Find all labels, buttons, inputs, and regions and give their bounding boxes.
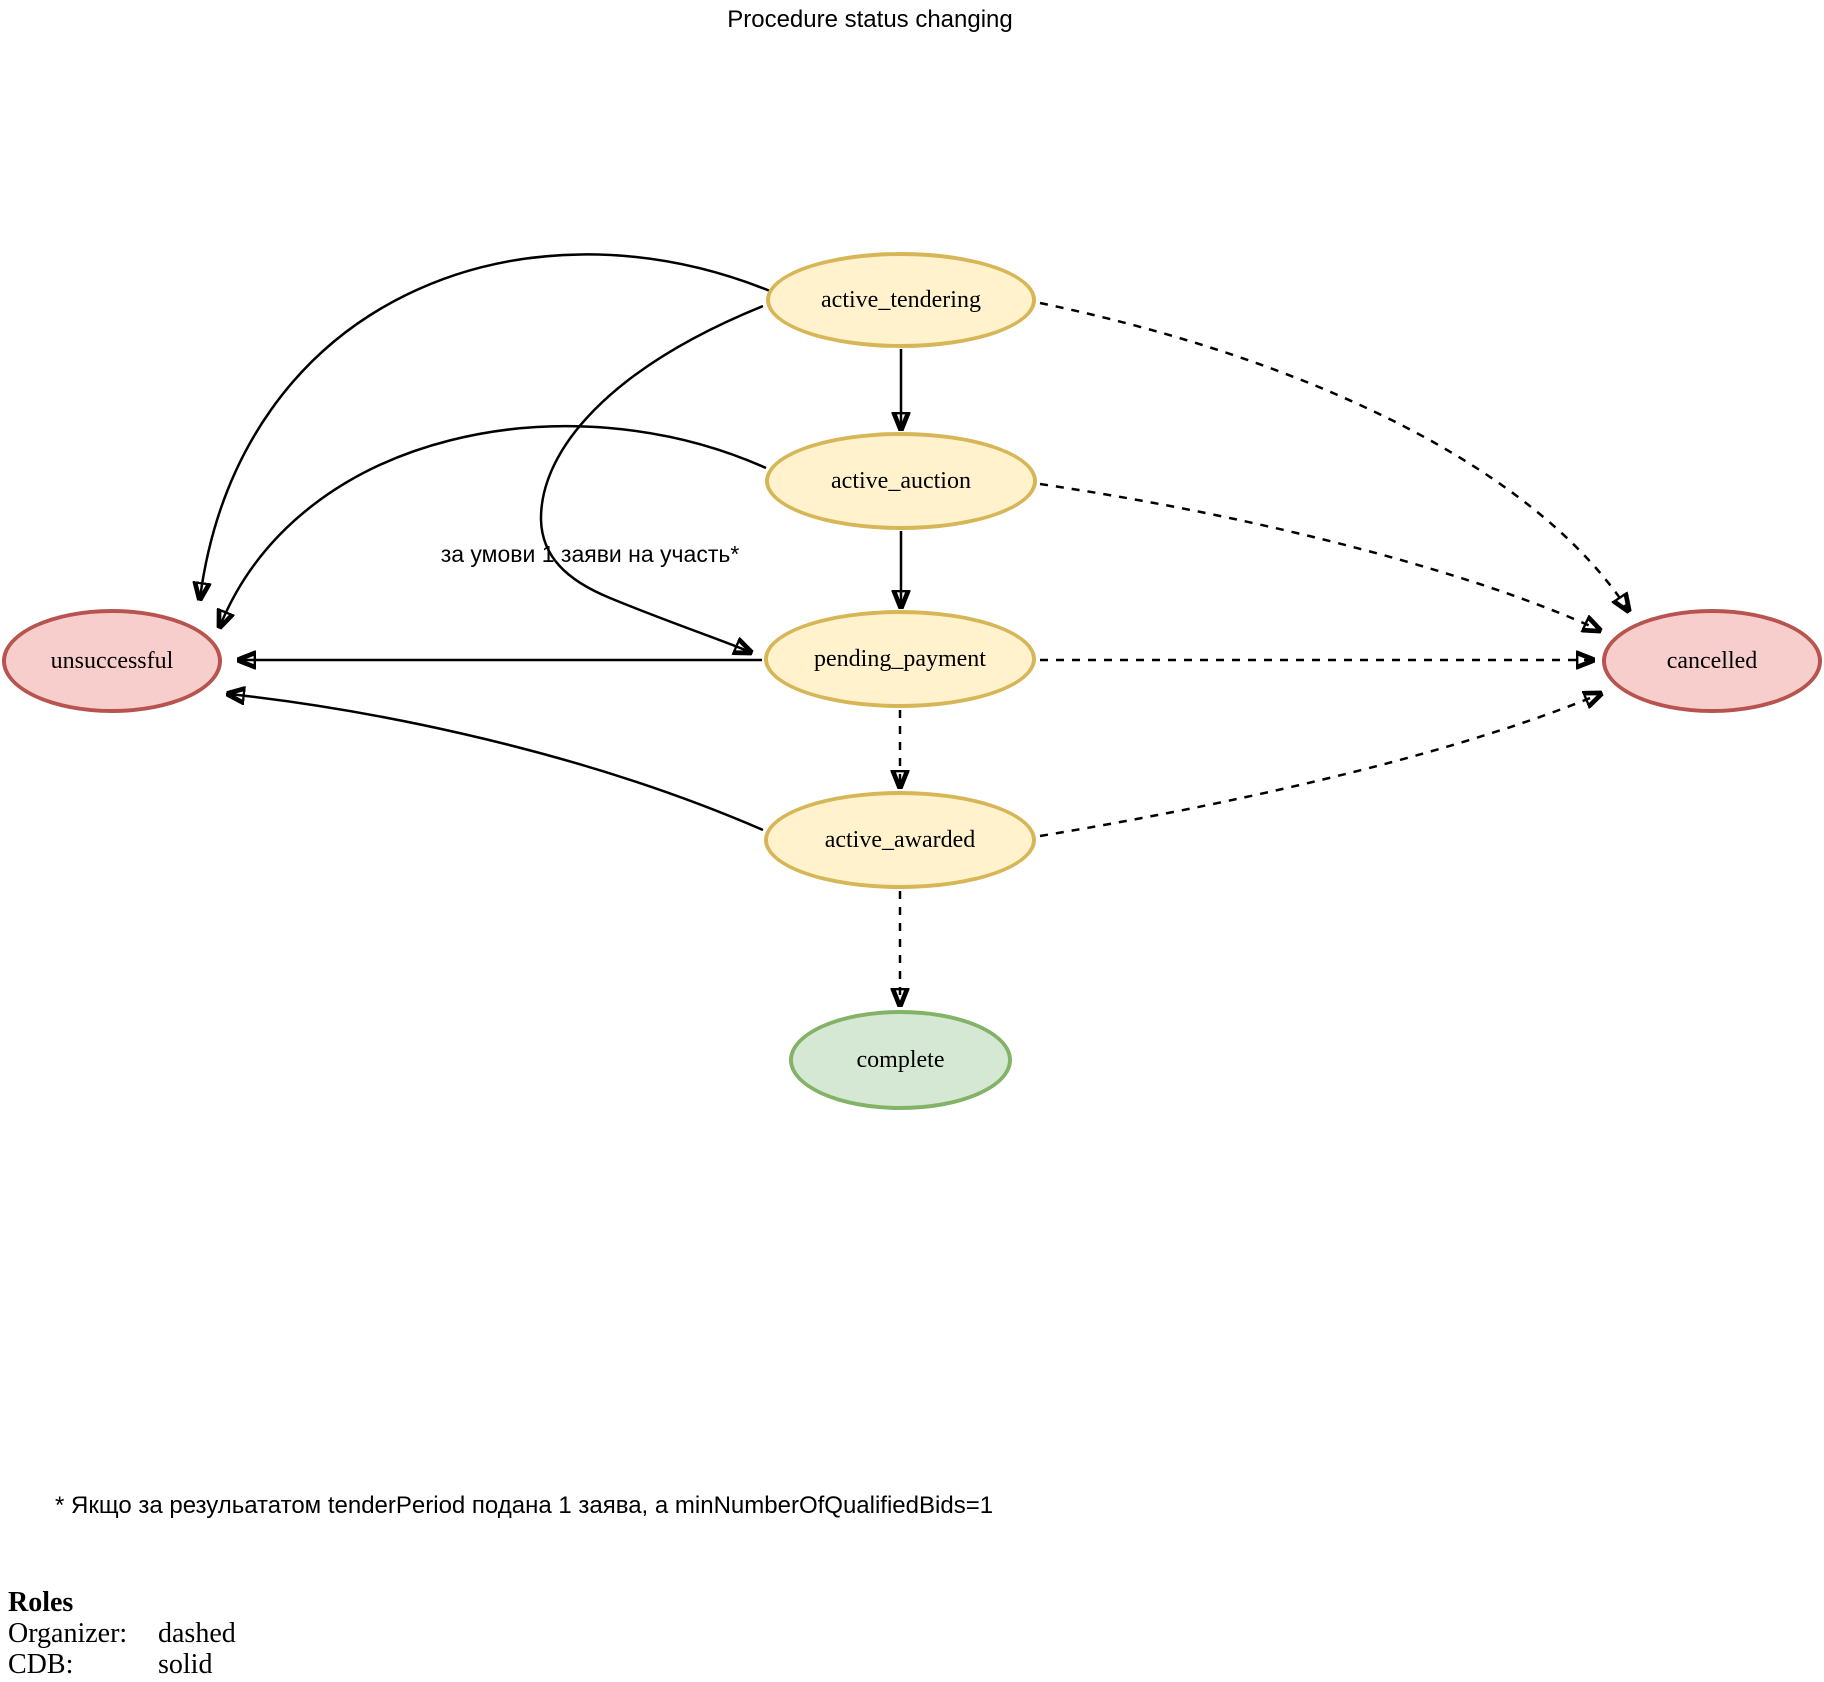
node-pending-payment: pending_payment (764, 610, 1036, 708)
edge-active-auction-unsuccessful (220, 425, 767, 626)
legend-line-style: solid (158, 1649, 213, 1680)
legend-line-style: dashed (158, 1618, 236, 1649)
node-cancelled: cancelled (1602, 609, 1822, 713)
node-label: unsuccessful (50, 647, 174, 674)
node-unsuccessful: unsuccessful (2, 609, 222, 713)
edge-active-tendering-unsuccessful (200, 253, 771, 598)
legend-role: CDB: (8, 1649, 74, 1680)
edge-active-awarded-cancelled (1039, 694, 1600, 838)
legend: Roles Organizer: dashed CDB: solid (8, 1587, 236, 1681)
node-active-auction: active_auction (765, 432, 1037, 530)
legend-role: Organizer: (8, 1618, 128, 1649)
legend-row: Organizer: dashed (8, 1618, 236, 1649)
node-active-awarded: active_awarded (764, 791, 1036, 889)
edge-active-tendering-cancelled (1039, 301, 1628, 610)
node-label: complete (856, 1046, 945, 1073)
edge-active-tendering-pending-payment (539, 304, 764, 652)
page-title: Procedure status changing (727, 6, 1013, 33)
node-label: active_auction (831, 467, 971, 494)
node-label: active_tendering (821, 286, 981, 313)
edge-active-auction-cancelled (1039, 482, 1599, 630)
edge-condition-label: за умови 1 заяви на участь* (440, 541, 740, 567)
node-label: pending_payment (814, 645, 986, 672)
legend-row: CDB: solid (8, 1649, 236, 1680)
node-active-tendering: active_tendering (766, 252, 1036, 348)
node-label: cancelled (1666, 647, 1758, 674)
node-complete: complete (789, 1010, 1012, 1110)
legend-heading: Roles (8, 1587, 74, 1618)
edge-active-awarded-unsuccessful (229, 694, 764, 832)
node-label: active_awarded (824, 826, 976, 853)
footnote: * Якщо за резульататом tenderPeriod пода… (55, 1492, 994, 1519)
